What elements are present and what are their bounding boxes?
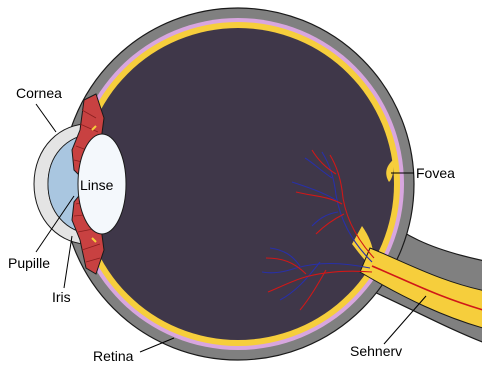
- label-pupille: Pupille: [8, 255, 50, 271]
- label-iris: Iris: [52, 289, 71, 305]
- label-sehnerv: Sehnerv: [350, 343, 402, 359]
- iris-leader: [64, 236, 72, 288]
- vitreous-body: [82, 28, 394, 340]
- label-linse: Linse: [80, 177, 114, 193]
- label-fovea: Fovea: [416, 165, 455, 181]
- label-cornea: Cornea: [16, 85, 62, 101]
- label-retina: Retina: [93, 348, 134, 364]
- cornea-leader: [36, 104, 56, 132]
